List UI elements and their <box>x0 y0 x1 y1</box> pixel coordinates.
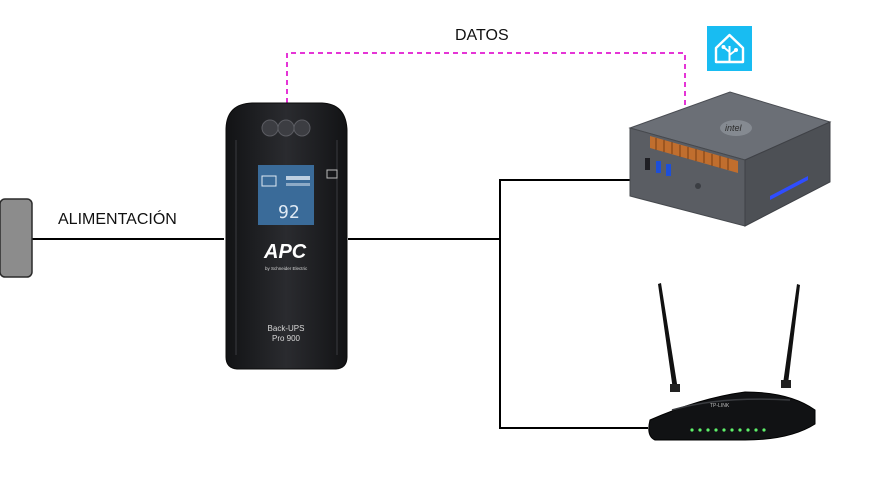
ups-model-line2: Pro 900 <box>272 334 301 343</box>
ups-display-value: 92 <box>278 202 300 223</box>
ups-lcd-display: 92 <box>258 165 314 225</box>
intel-badge: intel <box>720 120 752 136</box>
data-link <box>286 52 686 106</box>
ups-sub-brand: by Schneider Electric <box>265 266 308 271</box>
ups-device: 92 APC by Schneider Electric Back-UPS Pr… <box>225 102 348 370</box>
branch-router-line <box>499 239 648 429</box>
intel-badge-text: intel <box>725 123 743 133</box>
power-label: ALIMENTACIÓN <box>58 209 177 228</box>
router-device: TP-LINK <box>648 283 816 441</box>
connections <box>32 52 686 429</box>
router-leds <box>690 428 766 432</box>
router-brand: TP-LINK <box>710 403 730 409</box>
home-assistant-icon <box>707 26 752 71</box>
ups-model-line1: Back-UPS <box>268 324 305 333</box>
branch-pc-line <box>499 179 645 239</box>
power-outlet-icon <box>0 198 33 278</box>
ups-buttons <box>261 119 311 137</box>
data-label: DATOS <box>455 27 509 44</box>
ups-brand: APC <box>263 241 307 263</box>
mini-pc-device: intel <box>628 91 832 227</box>
